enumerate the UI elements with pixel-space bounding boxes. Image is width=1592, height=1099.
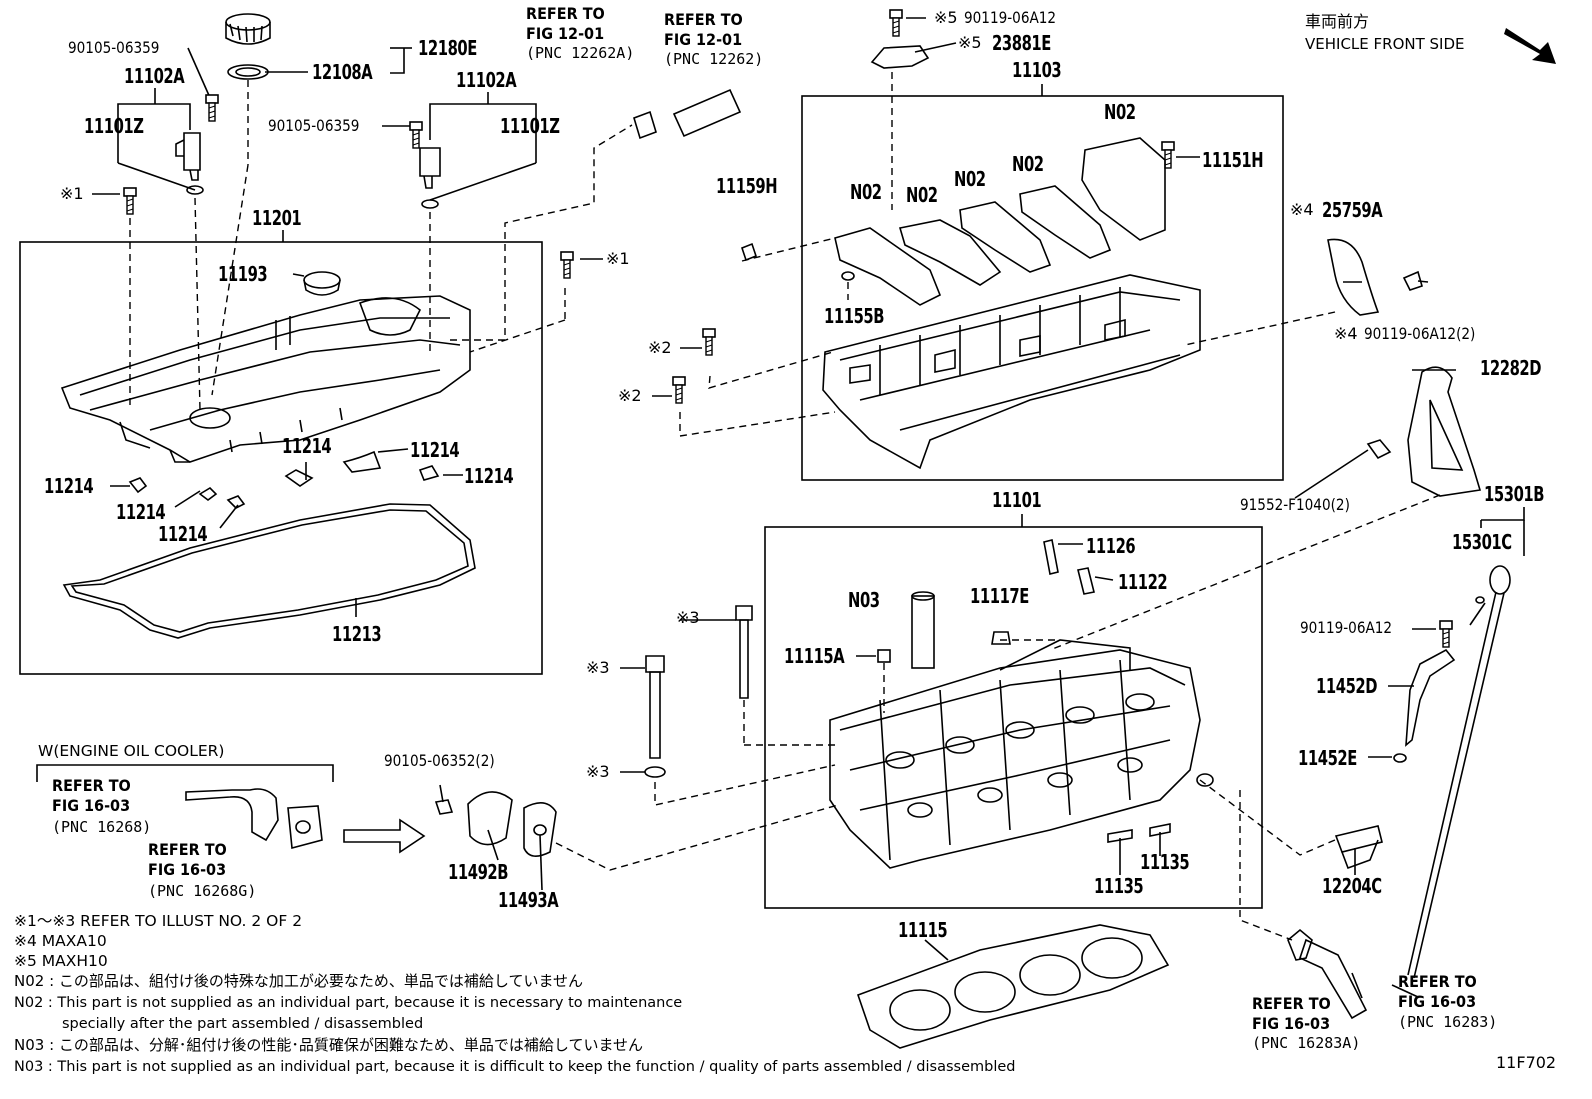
- footnote: ※4 MAXA10: [14, 932, 107, 950]
- vehicle-front-jp: 車両前方: [1305, 12, 1370, 31]
- footnote: N03 : この部品は、分解･組付け後の性能･品質確保が困難なため、単品では補給…: [14, 1036, 644, 1054]
- part-label: 11214: [410, 438, 460, 462]
- part-label: 90119-06A12(2): [1364, 324, 1476, 343]
- note-mark: ※2: [648, 338, 672, 357]
- part-label: 11193: [218, 262, 268, 286]
- refer-to-fig: FIG 16-03: [1398, 992, 1477, 1011]
- note-mark: ※3: [676, 608, 700, 627]
- part-label: 25759A: [1322, 198, 1383, 222]
- part-label: 11115A: [784, 644, 845, 668]
- note-mark: ※4: [1334, 324, 1358, 343]
- note-mark: ※3: [586, 762, 610, 781]
- part-label: N02: [906, 183, 938, 207]
- front-arrow-icon: [1504, 28, 1556, 64]
- note-mark: ※1: [606, 249, 630, 268]
- part-label: N02: [1104, 100, 1136, 124]
- part-label: 11492B: [448, 860, 509, 884]
- part-label: 11115: [898, 918, 948, 942]
- part-label: 15301C: [1452, 530, 1512, 554]
- part-label: 12204C: [1322, 874, 1382, 898]
- part-label: 11214: [464, 464, 514, 488]
- part-label: 15301B: [1484, 482, 1545, 506]
- part-label: 12108A: [312, 60, 373, 84]
- part-label: 11117E: [970, 584, 1029, 608]
- part-label: 12282D: [1480, 356, 1542, 380]
- part-label: 90105-06352(2): [384, 751, 495, 770]
- part-label: 11201: [252, 206, 302, 230]
- refer-to-label: REFER TO: [1252, 994, 1331, 1013]
- part-label: 11122: [1118, 570, 1168, 594]
- part-label: 90119-06A12: [964, 8, 1057, 27]
- part-label: 11103: [1012, 58, 1062, 82]
- part-label: 11214: [282, 434, 332, 458]
- oil-cooler-label: W(ENGINE OIL COOLER): [38, 742, 225, 760]
- refer-to-label: REFER TO: [1398, 972, 1477, 991]
- note-mark: ※4: [1290, 200, 1314, 219]
- refer-to-fig: FIG 16-03: [148, 860, 227, 879]
- part-label: 11101Z: [84, 114, 144, 138]
- refer-to-pnc: (PNC 16283A): [1252, 1034, 1361, 1052]
- part-label: 11135: [1094, 874, 1144, 898]
- refer-to-label: REFER TO: [52, 776, 131, 795]
- footnote: ※1～※3 REFER TO ILLUST NO. 2 OF 2: [14, 912, 303, 930]
- box-11201: [19, 241, 543, 675]
- refer-to-pnc: (PNC 12262): [664, 50, 764, 68]
- part-label: 90119-06A12: [1300, 618, 1393, 637]
- refer-to-fig: FIG 12-01: [526, 24, 605, 43]
- part-label: 11214: [158, 522, 208, 546]
- part-label: 11452E: [1298, 746, 1357, 770]
- refer-to-pnc: (PNC 16268G): [148, 882, 257, 900]
- footnote: N02 : This part is not supplied as an in…: [14, 995, 683, 1011]
- box-11101: [764, 526, 1263, 909]
- part-label: 23881E: [992, 31, 1051, 55]
- figure-code: 11F702: [1496, 1053, 1557, 1072]
- refer-to-label: REFER TO: [664, 10, 743, 29]
- footnote: ※5 MAXH10: [14, 952, 108, 970]
- refer-to-label: REFER TO: [526, 4, 605, 23]
- footnote: N03 : This part is not supplied as an in…: [14, 1059, 1016, 1075]
- part-label: 11213: [332, 622, 382, 646]
- part-label: 11102A: [124, 64, 185, 88]
- note-mark: ※5: [934, 8, 958, 27]
- part-label: N02: [1012, 152, 1044, 176]
- part-label: 11214: [116, 500, 166, 524]
- part-label: 11159H: [716, 174, 778, 198]
- note-mark: ※1: [60, 184, 84, 203]
- footnote: N02 : この部品は、組付け後の特殊な加工が必要なため、単品では補給していませ…: [14, 972, 584, 990]
- part-label: 12180E: [418, 36, 477, 60]
- part-label: 11155B: [824, 304, 885, 328]
- refer-to-pnc: (PNC 12262A): [526, 44, 635, 62]
- part-label: 11102A: [456, 68, 517, 92]
- part-label: 90105-06359: [68, 38, 160, 57]
- part-label: 11126: [1086, 534, 1136, 558]
- footnote: specially after the part assembled / dis…: [62, 1016, 424, 1032]
- part-label: 11135: [1140, 850, 1190, 874]
- part-label: 11101: [992, 488, 1042, 512]
- refer-to-fig: FIG 12-01: [664, 30, 743, 49]
- part-label: 11214: [44, 474, 94, 498]
- part-label: N03: [848, 588, 880, 612]
- vehicle-front-en: VEHICLE FRONT SIDE: [1305, 35, 1465, 53]
- part-label: 11151H: [1202, 148, 1264, 172]
- part-label: N02: [850, 180, 882, 204]
- part-label: 11101Z: [500, 114, 560, 138]
- part-label: 91552-F1040(2): [1240, 495, 1350, 514]
- refer-to-pnc: (PNC 16268): [52, 818, 152, 836]
- refer-to-fig: FIG 16-03: [52, 796, 131, 815]
- refer-to-fig: FIG 16-03: [1252, 1014, 1331, 1033]
- part-label: N02: [954, 167, 986, 191]
- box-oil-cooler: [36, 764, 334, 782]
- note-mark: ※5: [958, 33, 982, 52]
- part-label: 11452D: [1316, 674, 1378, 698]
- part-label: 90105-06359: [268, 116, 360, 135]
- refer-to-label: REFER TO: [148, 840, 227, 859]
- note-mark: ※3: [586, 658, 610, 677]
- part-label: 11493A: [498, 888, 559, 912]
- refer-to-pnc: (PNC 16283): [1398, 1013, 1498, 1031]
- note-mark: ※2: [618, 386, 642, 405]
